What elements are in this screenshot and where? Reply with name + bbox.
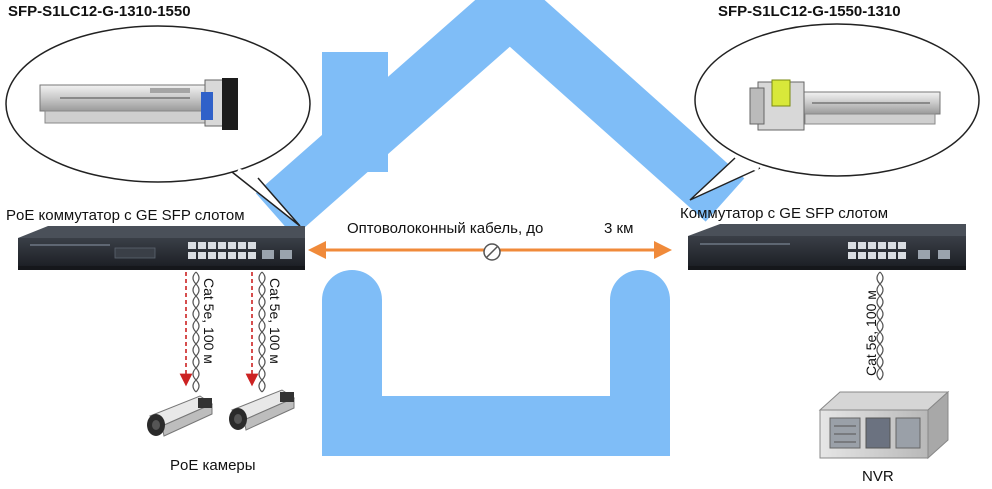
house-icon (255, 0, 745, 456)
nvr-server-icon (818, 390, 950, 460)
left-sfp-callout (5, 25, 311, 227)
ip-camera-icon (147, 395, 214, 437)
sfp-module-icon (39, 78, 238, 130)
nvr-cable-label: Cat 5e, 100 м (863, 290, 879, 376)
poe-camera-2 (229, 389, 296, 431)
left-switch-label: PoE коммутатор с GE SFP слотом (6, 207, 245, 224)
cameras-label: PoE камеры (170, 457, 256, 474)
nvr-device (818, 390, 950, 460)
fiber-link-distance: 3 км (604, 220, 633, 237)
camera-cable-1 (179, 271, 200, 393)
nvr-cable (876, 271, 884, 381)
camera-cable-1-label: Cat 5e, 100 м (201, 278, 217, 364)
poe-camera-1 (147, 395, 214, 437)
ip-camera-icon (229, 389, 296, 431)
camera-cable-2-label: Cat 5e, 100 м (267, 278, 283, 364)
left-module-part-number: SFP-S1LC12-G-1310-1550 (8, 3, 191, 20)
right-switch-label: Коммутатор с GE SFP слотом (680, 205, 888, 222)
switch-icon (688, 224, 966, 270)
left-switch (18, 226, 305, 270)
attenuator-icon (483, 243, 501, 261)
right-module-part-number: SFP-S1LC12-G-1550-1310 (718, 3, 901, 20)
nvr-label: NVR (862, 468, 894, 485)
switch-icon (18, 226, 305, 270)
right-sfp-callout (689, 23, 980, 201)
fiber-link-label: Оптоволоконный кабель, до (347, 220, 543, 237)
camera-cable-2 (245, 271, 266, 393)
sfp-module-icon (749, 79, 941, 131)
right-switch (688, 224, 966, 270)
